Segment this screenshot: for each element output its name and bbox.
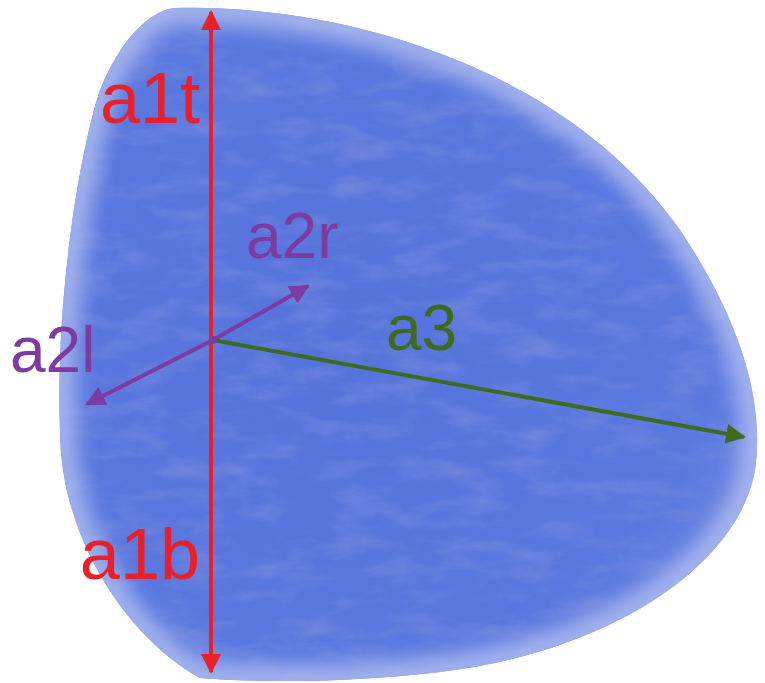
axis-arrow [213, 286, 308, 340]
axis-label: a2r [246, 204, 339, 268]
origin-dot [209, 336, 217, 344]
axis-label: a1b [80, 518, 200, 590]
axis-arrow [213, 340, 744, 437]
axis-label: a3 [386, 296, 457, 360]
axis-label: a1t [100, 62, 200, 134]
axis-label: a2l [10, 318, 95, 382]
axis-arrow [87, 340, 213, 404]
